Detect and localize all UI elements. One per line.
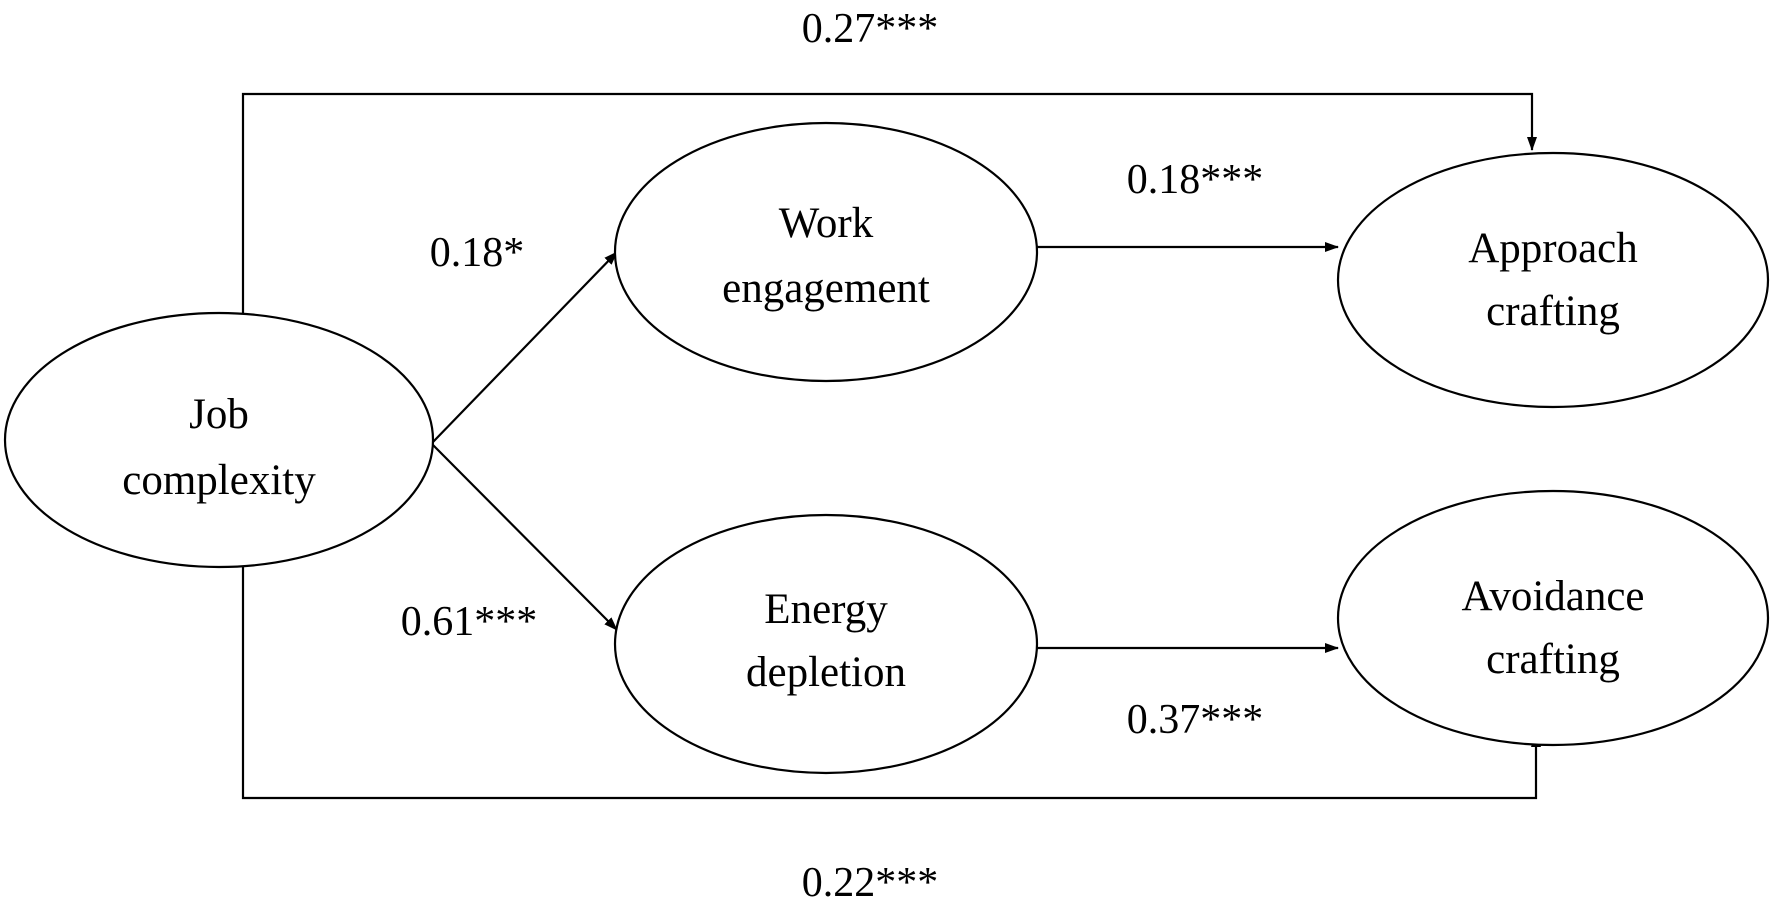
node-work-engagement-ellipse <box>613 121 1039 383</box>
path-job-complexity-to-avoidance-crafting <box>241 567 1541 800</box>
node-approach-crafting-ellipse <box>1336 151 1770 409</box>
node-work-engagement: Work engagement <box>613 121 1039 383</box>
node-approach-crafting: Approach crafting <box>1336 151 1770 409</box>
path-job-complexity-to-approach-crafting <box>241 92 1537 313</box>
node-avoidance-crafting-ellipse <box>1336 489 1770 747</box>
node-avoidance-crafting-label-line1: Avoidance <box>1461 573 1644 620</box>
node-energy-depletion-ellipse <box>613 513 1039 775</box>
node-energy-depletion-label-line1: Energy <box>764 586 888 633</box>
node-job-complexity: Job complexity <box>3 311 435 569</box>
coef-work-engagement-to-approach-crafting: 0.18*** <box>1127 157 1264 203</box>
coef-job-complexity-to-energy-depletion: 0.61*** <box>401 599 538 645</box>
coef-job-complexity-to-avoidance-crafting: 0.22*** <box>802 860 939 906</box>
path-job-complexity-to-work-engagement <box>432 251 618 443</box>
node-work-engagement-label-line1: Work <box>779 200 874 247</box>
node-job-complexity-ellipse <box>3 311 435 569</box>
node-avoidance-crafting: Avoidance crafting <box>1336 489 1770 747</box>
node-energy-depletion: Energy depletion <box>613 513 1039 775</box>
node-energy-depletion-label-line2: depletion <box>746 649 906 696</box>
node-approach-crafting-label-line1: Approach <box>1468 225 1638 272</box>
path-job-complexity-to-energy-depletion <box>432 444 618 631</box>
coef-job-complexity-to-approach-crafting: 0.27*** <box>802 6 939 52</box>
node-work-engagement-label-line2: engagement <box>722 265 930 312</box>
node-avoidance-crafting-label-line2: crafting <box>1486 636 1620 683</box>
node-approach-crafting-label-line2: crafting <box>1486 288 1620 335</box>
node-job-complexity-label-line1: Job <box>189 391 249 438</box>
node-job-complexity-label-line2: complexity <box>122 457 316 504</box>
coef-energy-depletion-to-avoidance-crafting: 0.37*** <box>1127 697 1264 743</box>
coef-job-complexity-to-work-engagement: 0.18* <box>430 230 525 276</box>
